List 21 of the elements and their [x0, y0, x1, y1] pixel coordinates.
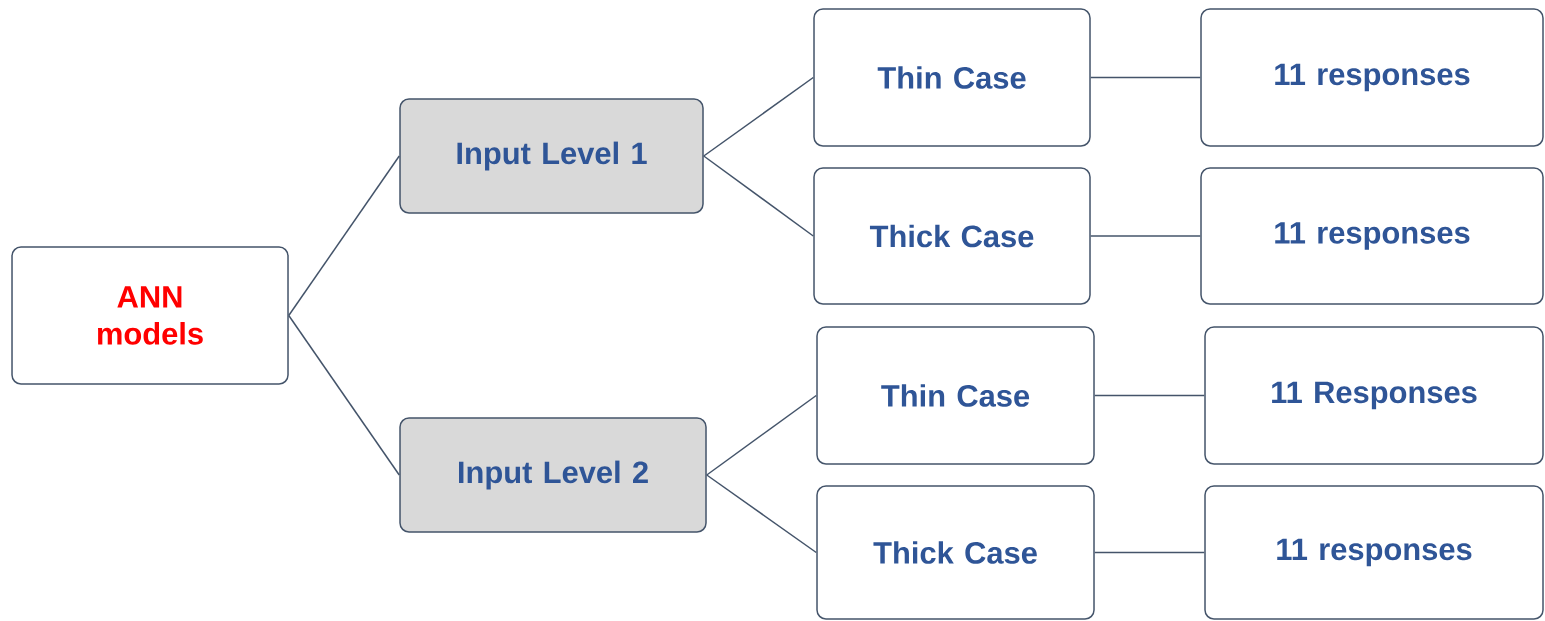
input-box: Input Level 1 — [399, 98, 704, 214]
connector-line — [703, 155, 814, 237]
connector-line — [288, 314, 400, 476]
case-box: Thick Case — [816, 485, 1095, 620]
case-box: Thin Case — [813, 8, 1091, 147]
response-box: 11 responses — [1200, 167, 1544, 305]
connector-line — [706, 394, 817, 476]
case-box: Thick Case — [813, 167, 1091, 305]
model-box: ANN models — [11, 246, 289, 385]
response-box: 11 responses — [1204, 485, 1544, 620]
input-box: Input Level 2 — [399, 417, 707, 533]
response-box: 11 Responses — [1204, 326, 1544, 465]
case-box: Thin Case — [816, 326, 1095, 465]
connector-line — [1094, 551, 1205, 554]
response-box: 11 responses — [1200, 8, 1544, 147]
connector-line — [288, 155, 400, 317]
connector-line — [706, 474, 817, 554]
connector-line — [703, 76, 814, 157]
connector-line — [1090, 76, 1201, 79]
connector-line — [1090, 235, 1201, 237]
connector-line — [1094, 394, 1205, 397]
